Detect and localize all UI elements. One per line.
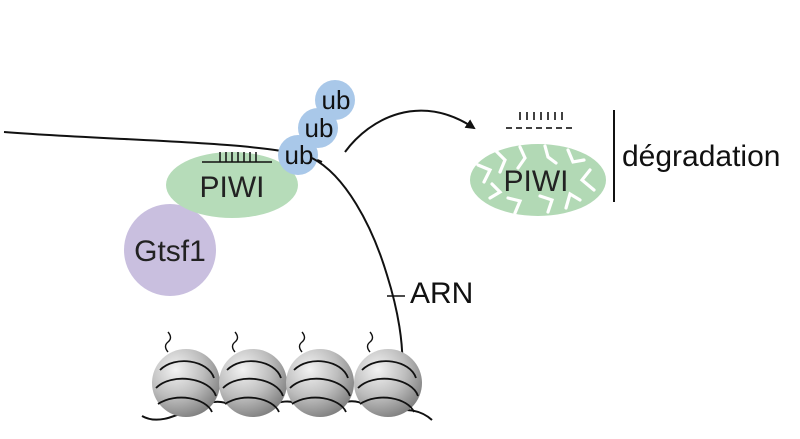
ub-label-middle: ub bbox=[305, 113, 334, 143]
nucleosome-icon bbox=[354, 331, 422, 417]
piwi-label: PIWI bbox=[200, 171, 265, 204]
arn-label: ARN bbox=[410, 277, 473, 310]
ubiquitin-bead-icon bbox=[278, 135, 318, 175]
ub-label-bottom: ub bbox=[285, 140, 314, 170]
nucleosome-icon bbox=[152, 331, 220, 417]
rna-strand-down bbox=[311, 157, 404, 373]
degradation-label: dégradation bbox=[622, 140, 780, 173]
nucleosome-icon bbox=[219, 331, 287, 417]
curved-arrow-icon bbox=[344, 109, 476, 153]
piwi-protein: PIWI bbox=[166, 152, 298, 218]
gtsf1-label: Gtsf1 bbox=[134, 235, 206, 268]
rna-strand-left bbox=[3, 131, 323, 163]
bound-rna-ladder-icon bbox=[202, 152, 272, 163]
piwi-degraded-label: PIWI bbox=[504, 165, 569, 198]
gtsf1-protein: Gtsf1 bbox=[124, 204, 216, 296]
released-rna-fragments-icon bbox=[506, 112, 572, 129]
chromatin bbox=[141, 331, 433, 421]
piwi-degraded-protein: PIWI bbox=[470, 144, 606, 216]
ub-label-top: ub bbox=[322, 85, 351, 115]
nucleosome-icon bbox=[286, 331, 354, 417]
piwi-ellipse bbox=[166, 152, 298, 218]
gtsf1-circle bbox=[124, 204, 216, 296]
degradation-cracks bbox=[476, 144, 596, 215]
ubiquitin-chain: ub ub ub bbox=[278, 80, 355, 175]
